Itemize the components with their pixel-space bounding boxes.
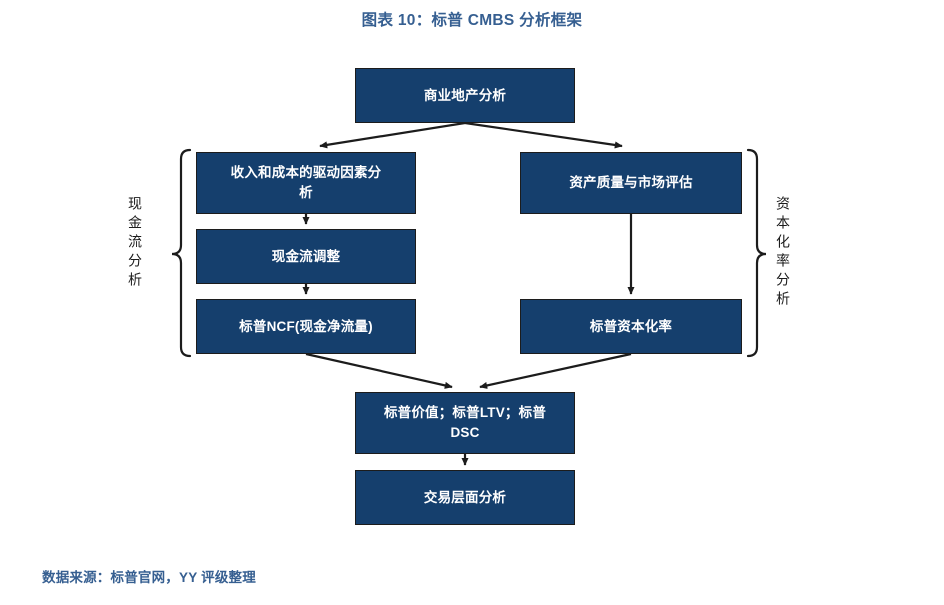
edge-right2-to-bottom bbox=[479, 352, 632, 389]
edge-top-to-right bbox=[464, 121, 623, 149]
node-sp-capitalization-rate[interactable]: 标普资本化率 bbox=[520, 299, 742, 354]
node-revenue-cost-drivers[interactable]: 收入和成本的驱动因素分 析 bbox=[196, 152, 416, 214]
node-left-3-label: 标普NCF(现金净流量) bbox=[239, 318, 373, 334]
node-asset-quality-market-assessment[interactable]: 资产质量与市场评估 bbox=[520, 152, 742, 214]
node-top-label: 商业地产分析 bbox=[423, 87, 507, 103]
node-left-2-label: 现金流调整 bbox=[271, 248, 341, 264]
node-bottom-2-label: 交易层面分析 bbox=[423, 489, 507, 505]
edge-top-to-left bbox=[319, 121, 466, 149]
group-label-capitalization-rate-analysis: 资本化率分析 bbox=[775, 196, 791, 310]
node-sp-ncf[interactable]: 标普NCF(现金净流量) bbox=[196, 299, 416, 354]
page-title: 图表 10：标普 CMBS 分析框架 bbox=[361, 12, 583, 29]
right-group-brace bbox=[746, 148, 767, 358]
node-left-1-label-line1: 收入和成本的驱动因素分 bbox=[230, 165, 382, 181]
left-group-brace bbox=[171, 148, 192, 358]
node-bottom-1-label-line2: DSC bbox=[450, 425, 480, 440]
group-label-cash-flow-analysis: 现金流分析 bbox=[127, 196, 143, 291]
node-commercial-property-analysis[interactable]: 商业地产分析 bbox=[355, 68, 575, 123]
node-transaction-level-analysis[interactable]: 交易层面分析 bbox=[355, 470, 575, 525]
node-bottom-1-label-line1: 标普价值；标普LTV；标普 bbox=[383, 405, 547, 421]
node-sp-value-ltv-dsc[interactable]: 标普价值；标普LTV；标普 DSC bbox=[355, 392, 575, 454]
edge-left3-to-bottom bbox=[305, 352, 453, 389]
node-right-1-label: 资产质量与市场评估 bbox=[569, 175, 693, 191]
node-right-2-label: 标普资本化率 bbox=[589, 318, 673, 334]
node-cash-flow-adjustment[interactable]: 现金流调整 bbox=[196, 229, 416, 284]
node-left-1-label-line2: 析 bbox=[299, 185, 313, 200]
source-note: 数据来源：标普官网，YY 评级整理 bbox=[42, 570, 256, 585]
